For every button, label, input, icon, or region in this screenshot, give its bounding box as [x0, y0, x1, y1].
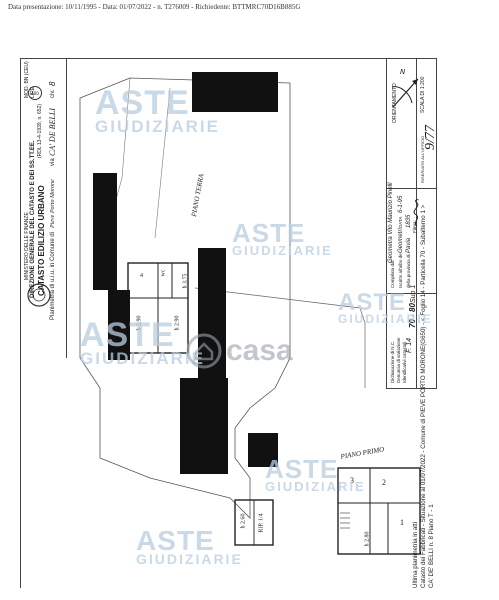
sheet-bottom-right [386, 388, 437, 389]
watermark-aste-6: ASTE GIUDIZIARIE [265, 456, 366, 495]
watermark-aste-text: ASTE [265, 454, 339, 484]
cadastral-plan-sheet: MINISTERO DELLE FINANZE DIREZIONE GENERA… [20, 58, 438, 588]
watermark-aste-text: ASTE [80, 316, 175, 354]
seal-emblem [26, 282, 57, 308]
watermark-aste-text: ASTE [232, 218, 306, 248]
room-height-primo: h 2.80 [364, 531, 371, 547]
watermark-aste-text: ASTE [95, 84, 190, 122]
casa-logo-icon [186, 333, 222, 369]
left-panel-divider [66, 58, 67, 358]
document-header: Data presentazione: 10/11/1995 - Data: 0… [8, 3, 301, 11]
watermark-giudiziarie-text: GIUDIZIARIE [232, 243, 333, 259]
watermark-giudiziarie-text: GIUDIZIARIE [338, 311, 433, 326]
sheet-left-border [20, 58, 21, 588]
signature-scribble [413, 199, 419, 227]
watermark-aste-1: ASTE GIUDIZIARIE [95, 86, 220, 136]
watermark-giudiziarie-text: GIUDIZIARIE [95, 116, 220, 136]
room-label-wc: wc [160, 269, 167, 277]
room-rip-lower: RIP. 1/4 [258, 513, 265, 533]
room-label-3: 3 [350, 476, 354, 485]
watermark-aste-5: ASTE GIUDIZIARIE [136, 525, 243, 568]
right-panel-divider-2 [416, 58, 417, 388]
watermark-aste-2: ASTE GIUDIZIARIE [232, 220, 333, 259]
casa-brand-text: casa [226, 334, 293, 367]
room-label-1: 1 [400, 518, 404, 527]
lire-stamp: 400 [28, 86, 42, 100]
right-panel-divider [386, 58, 387, 388]
redaction-block-1 [192, 72, 278, 112]
right-box-h1 [386, 188, 437, 189]
casa-watermark: casa [186, 333, 293, 369]
sheet-top-border [20, 58, 437, 59]
watermark-aste-4: ASTE GIUDIZIARIE [80, 318, 205, 368]
right-box-h2 [386, 293, 437, 294]
room-height-lower: h 2.60 [240, 513, 247, 529]
room-height-3: h 3.75 [182, 273, 189, 289]
north-arrow-icon [391, 78, 419, 108]
redaction-block-3 [108, 290, 130, 360]
watermark-aste-3: ASTE GIUDIZIARIE [338, 289, 433, 326]
north-label: N [400, 68, 406, 76]
redaction-block-6 [206, 368, 226, 398]
redaction-block-2 [93, 173, 117, 290]
watermark-giudiziarie-text: GIUDIZIARIE [136, 551, 243, 568]
watermark-giudiziarie-text: GIUDIZIARIE [80, 348, 205, 368]
sheet-right-border [436, 58, 437, 388]
watermark-aste-text: ASTE [136, 525, 215, 556]
room-label-2: 2 [382, 478, 386, 487]
redaction-block-7 [248, 433, 278, 467]
watermark-giudiziarie-text: GIUDIZIARIE [265, 479, 366, 495]
room-label-4: 4 [140, 273, 143, 279]
watermark-aste-text: ASTE [338, 289, 407, 316]
